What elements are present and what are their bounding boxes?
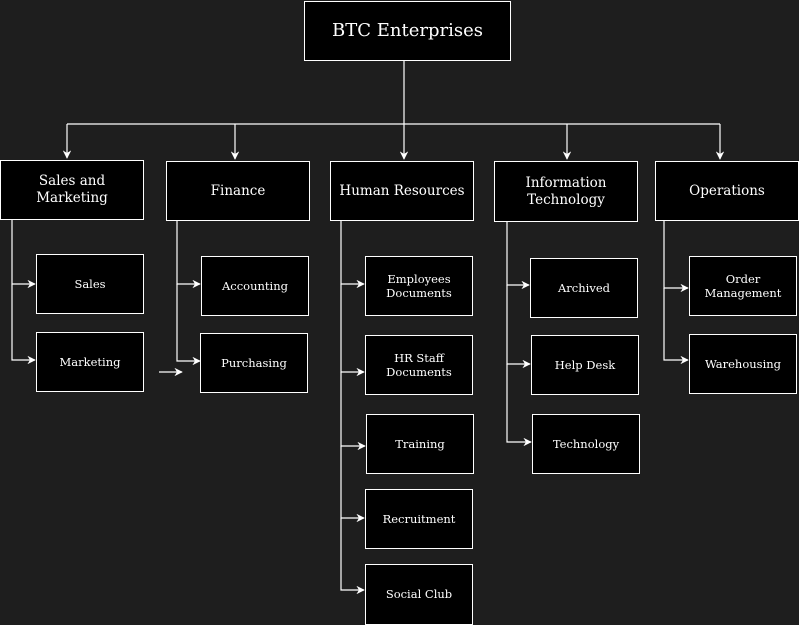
arrow-to-sales [11, 220, 36, 289]
node-label: Warehousing [704, 356, 782, 371]
node-help-desk[interactable]: Help Desk [531, 335, 639, 395]
node-label: Social Club [385, 587, 453, 602]
arrow-to-accounting [176, 221, 201, 289]
arrow-to-hr-staff-documents [340, 284, 365, 377]
node-label: Purchasing [221, 355, 287, 370]
node-label: Help Desk [554, 357, 616, 372]
department-label: Operations [689, 182, 765, 199]
arrow-to-archived [506, 222, 530, 290]
node-label: Archived [558, 280, 610, 295]
node-label: Employees Documents [386, 271, 452, 300]
arrow-to-marketing [11, 284, 36, 365]
department-label: Finance [210, 182, 266, 199]
node-accounting[interactable]: Accounting [201, 256, 309, 316]
arrow-to-purchasing [176, 284, 201, 366]
node-label: Order Management [704, 271, 782, 300]
node-label: Recruitment [382, 511, 456, 526]
node-marketing[interactable]: Marketing [36, 332, 144, 392]
department-information-technology[interactable]: Information Technology [494, 161, 638, 222]
department-label: Information Technology [525, 174, 607, 208]
department-finance[interactable]: Finance [166, 161, 310, 221]
node-label: Sales [74, 276, 106, 291]
node-employees-documents[interactable]: Employees Documents [365, 256, 473, 316]
department-label: Sales and Marketing [36, 173, 108, 206]
node-label: Accounting [222, 278, 288, 293]
arrow-to-recruitment [340, 446, 365, 523]
node-label: Training [395, 436, 445, 451]
arrow-to-employees-documents [340, 221, 365, 289]
department-human-resources[interactable]: Human Resources [330, 161, 474, 221]
node-order-management[interactable]: Order Management [689, 256, 797, 316]
root-node-label: BTC Enterprises [332, 19, 483, 41]
arrow-to-technology [506, 364, 532, 447]
arrow-to-warehousing [663, 288, 689, 365]
node-hr-staff-documents[interactable]: HR Staff Documents [365, 335, 473, 395]
node-purchasing[interactable]: Purchasing [200, 333, 308, 393]
node-technology[interactable]: Technology [532, 414, 640, 474]
node-recruitment[interactable]: Recruitment [365, 489, 473, 549]
arrow-to-order-management [663, 221, 689, 293]
arrow-to-social-club [340, 518, 365, 595]
node-label: Marketing [59, 354, 121, 369]
arrow-to-training [340, 372, 366, 451]
node-label: HR Staff Documents [386, 350, 452, 379]
node-archived[interactable]: Archived [530, 258, 638, 318]
node-warehousing[interactable]: Warehousing [689, 334, 797, 394]
node-training[interactable]: Training [366, 414, 474, 474]
node-social-club[interactable]: Social Club [365, 564, 473, 625]
department-sales-and-marketing[interactable]: Sales and Marketing [0, 160, 144, 220]
node-sales[interactable]: Sales [36, 254, 144, 314]
root-node[interactable]: BTC Enterprises [304, 1, 511, 61]
department-operations[interactable]: Operations [655, 161, 799, 221]
arrow-to-help-desk [506, 285, 531, 369]
department-label: Human Resources [339, 182, 465, 199]
node-label: Technology [552, 436, 620, 451]
